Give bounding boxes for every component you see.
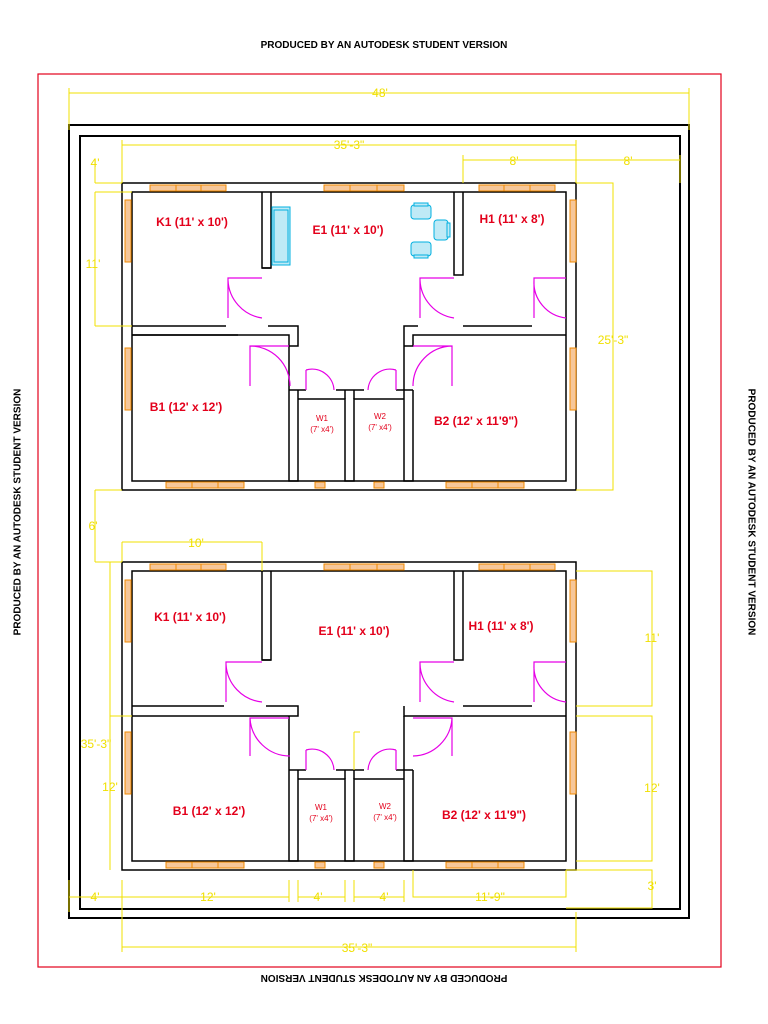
room-label-b1-upper: B1 (12' x 12') xyxy=(150,400,222,414)
room-label-b1-lower: B1 (12' x 12') xyxy=(173,804,245,818)
dim-right-offset: 8' xyxy=(624,154,633,168)
dim-corridor: 6' xyxy=(89,519,98,533)
windows xyxy=(124,184,577,869)
plot-inner-line xyxy=(79,135,681,910)
dim-b2-depth: 12' xyxy=(644,781,660,795)
watermark-top: PRODUCED BY AN AUTODESK STUDENT VERSION xyxy=(260,40,508,51)
dim-left-offset-top: 4' xyxy=(91,156,100,170)
room-label-b2-upper: B2 (12' x 11'9") xyxy=(434,414,518,428)
room-label-k1-upper: K1 (11' x 10') xyxy=(156,215,228,229)
lower-unit-walls xyxy=(121,561,577,871)
tv-unit xyxy=(271,206,291,266)
sheet-border xyxy=(37,73,722,968)
room-label-w2-lower: W2 xyxy=(379,802,392,811)
room-size-w2-upper: (7' x4') xyxy=(368,423,392,432)
watermark-bottom: PRODUCED BY AN AUTODESK STUDENT VERSION xyxy=(260,972,508,983)
room-label-w1-upper: W1 xyxy=(316,414,329,423)
dim-w1-width: 4' xyxy=(314,890,323,904)
dim-k1-depth: 11' xyxy=(86,257,101,271)
room-size-w2-lower: (7' x4') xyxy=(373,813,397,822)
watermark-left: PRODUCED BY AN AUTODESK STUDENT VERSION xyxy=(12,388,24,636)
room-label-k1-lower: K1 (11' x 10') xyxy=(154,610,226,624)
dim-left-height: 35'-3" xyxy=(81,737,112,751)
room-size-w1-upper: (7' x4') xyxy=(310,425,334,434)
dim-bottom-offset: 3' xyxy=(648,879,657,893)
room-label-e1-lower: E1 (11' x 10') xyxy=(318,624,389,638)
room-label-w1-lower: W1 xyxy=(315,803,328,812)
chair-top xyxy=(410,202,432,220)
dim-k1-width: 10' xyxy=(188,536,204,550)
dim-h1-depth: 11' xyxy=(645,631,660,645)
chair-bottom xyxy=(410,241,432,259)
doors xyxy=(225,277,567,771)
furniture xyxy=(271,202,451,266)
room-label-b2-lower: B2 (12' x 11'9") xyxy=(442,808,526,822)
room-label-h1-lower: H1 (11' x 8') xyxy=(468,619,533,633)
dim-w2-width: 4' xyxy=(380,890,389,904)
dim-right-height: 25'-3" xyxy=(598,333,629,347)
dim-h1-width: 8' xyxy=(510,154,519,168)
dim-inner-width-top: 35'-3" xyxy=(334,138,365,152)
dim-left-offset-bottom: 4' xyxy=(91,890,100,904)
dimension-lines xyxy=(68,88,690,952)
dim-b1-width: 12' xyxy=(200,890,216,904)
plot-outer-line xyxy=(68,124,690,919)
dim-b1-depth: 12' xyxy=(102,780,118,794)
chair-right xyxy=(433,219,451,241)
dim-inner-width-bottom: 35'-3" xyxy=(342,941,373,955)
room-label-h1-upper: H1 (11' x 8') xyxy=(479,212,544,226)
room-label-e1-upper: E1 (11' x 10') xyxy=(312,223,383,237)
dim-overall-width: 48' xyxy=(372,86,388,100)
watermark-right: PRODUCED BY AN AUTODESK STUDENT VERSION xyxy=(745,388,757,636)
upper-unit-walls xyxy=(121,182,577,491)
dim-b2-width: 11'-9" xyxy=(475,890,505,904)
room-size-w1-lower: (7' x4') xyxy=(309,814,333,823)
room-label-w2-upper: W2 xyxy=(374,412,387,421)
